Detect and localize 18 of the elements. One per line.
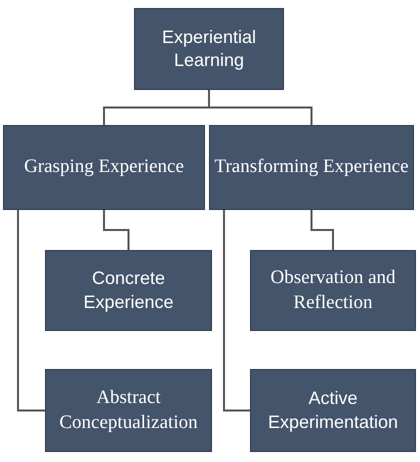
concept-label: Observation and Reflection [269,266,397,314]
concept-label: Experiential Learning [160,26,258,72]
connector-line [17,210,45,412]
concept-label: Transforming Experience [214,155,410,180]
concept-box [45,369,212,452]
concept-box [3,125,205,210]
concept-box [250,369,416,452]
concept-label: Abstract Conceptualization [58,386,199,434]
concept-label: Grasping Experience [23,155,185,180]
connector-line [103,210,130,250]
connector-line [310,210,334,250]
concept-box [134,8,284,90]
concept-label: Concrete Experience [82,267,175,314]
connector-line [223,210,250,412]
concept-box [45,250,212,331]
concept-label: Active Experimentation [266,387,400,434]
concept-box [209,125,414,210]
concept-box [250,250,416,331]
